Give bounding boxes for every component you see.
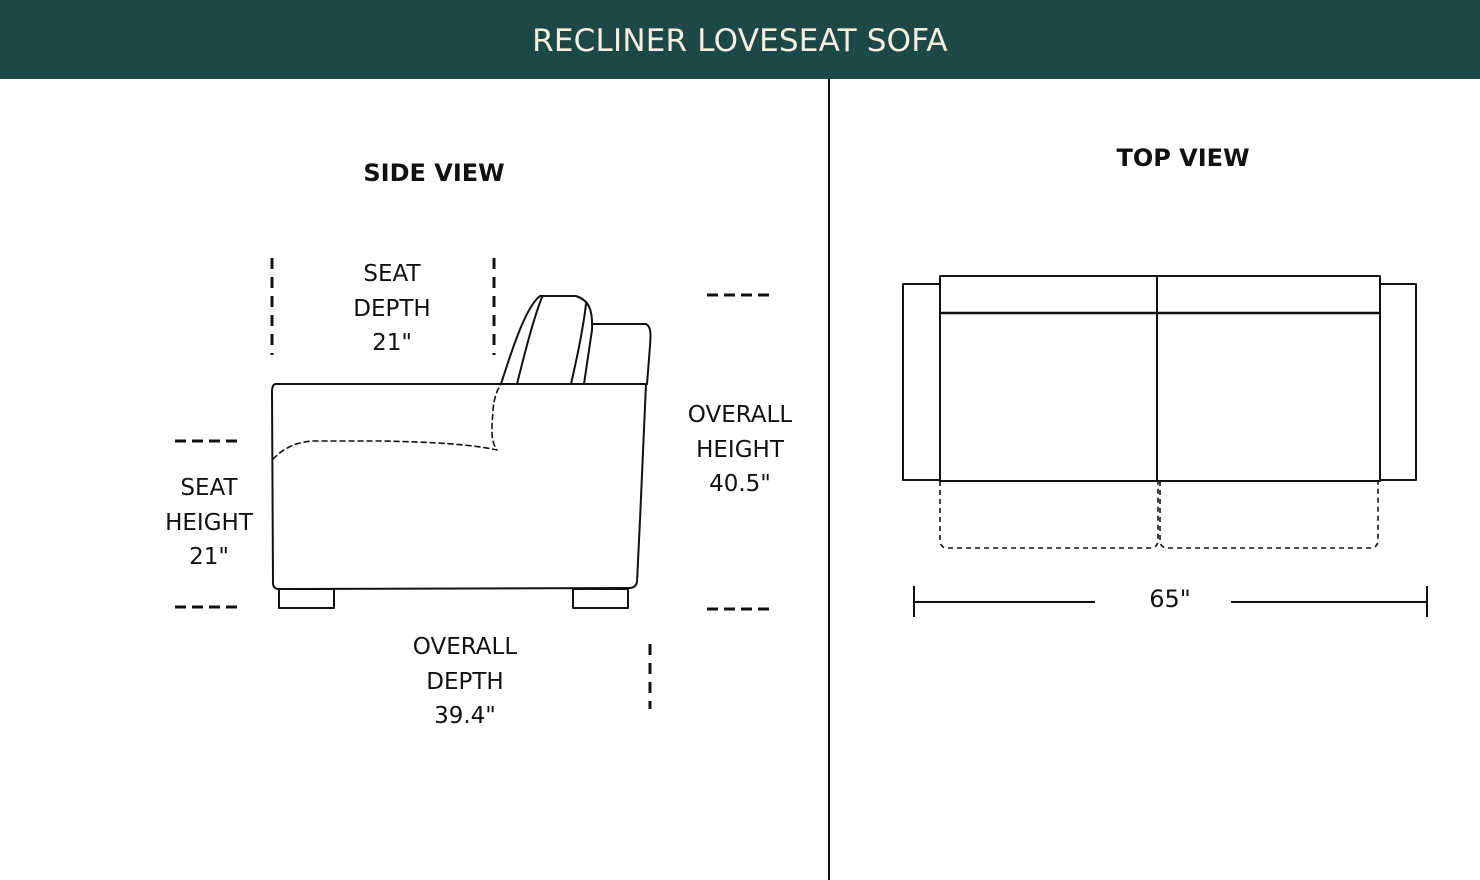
side-back-cushion-seam bbox=[570, 303, 587, 385]
width-dimension-line bbox=[913, 586, 1428, 617]
seat-depth-label-line1: SEAT bbox=[363, 261, 421, 287]
overall-depth-label-line1: OVERALL bbox=[412, 634, 518, 660]
side-front-foot bbox=[278, 588, 335, 609]
seat-depth-value: 21" bbox=[372, 330, 412, 356]
overall-depth-label-line2: DEPTH bbox=[426, 668, 504, 695]
top-left-arm bbox=[902, 283, 941, 481]
seat-depth-label-line2: DEPTH bbox=[353, 295, 431, 322]
seat-depth-label: SEAT DEPTH 21" bbox=[292, 257, 492, 361]
header-banner: RECLINER LOVESEAT SOFA bbox=[0, 0, 1480, 79]
top-seat-body bbox=[939, 275, 1381, 482]
top-left-footrest-extended bbox=[939, 481, 1159, 549]
side-seat-profile bbox=[272, 383, 502, 460]
overall-height-value: 40.5" bbox=[709, 471, 771, 497]
top-view-title: TOP VIEW bbox=[1116, 144, 1250, 172]
side-back-cushion bbox=[500, 295, 594, 385]
side-back-cushion-seam bbox=[516, 296, 543, 385]
side-view-title: SIDE VIEW bbox=[363, 159, 505, 187]
top-right-footrest-extended bbox=[1159, 481, 1379, 549]
seat-height-label-line1: SEAT bbox=[180, 475, 238, 501]
overall-height-label: OVERALL HEIGHT 40.5" bbox=[640, 398, 840, 502]
top-right-arm bbox=[1379, 283, 1417, 481]
side-headrest bbox=[591, 323, 652, 385]
top-view-sofa bbox=[902, 275, 1417, 549]
page-title: RECLINER LOVESEAT SOFA bbox=[532, 23, 948, 59]
seat-height-label: SEAT HEIGHT 21" bbox=[109, 471, 309, 575]
overall-width-value: 65" bbox=[1149, 585, 1191, 613]
seat-height-label-line2: HEIGHT bbox=[165, 509, 253, 536]
seat-height-value: 21" bbox=[189, 544, 229, 570]
side-view-sofa bbox=[271, 295, 652, 609]
side-rear-foot bbox=[572, 588, 629, 609]
panel-divider bbox=[828, 79, 830, 880]
overall-height-label-line2: HEIGHT bbox=[696, 436, 784, 463]
side-body bbox=[271, 383, 647, 590]
side-view-dimension-markers bbox=[175, 258, 769, 709]
overall-depth-label: OVERALL DEPTH 39.4" bbox=[365, 630, 565, 734]
overall-depth-value: 39.4" bbox=[434, 703, 496, 729]
overall-height-label-line1: OVERALL bbox=[687, 402, 793, 428]
